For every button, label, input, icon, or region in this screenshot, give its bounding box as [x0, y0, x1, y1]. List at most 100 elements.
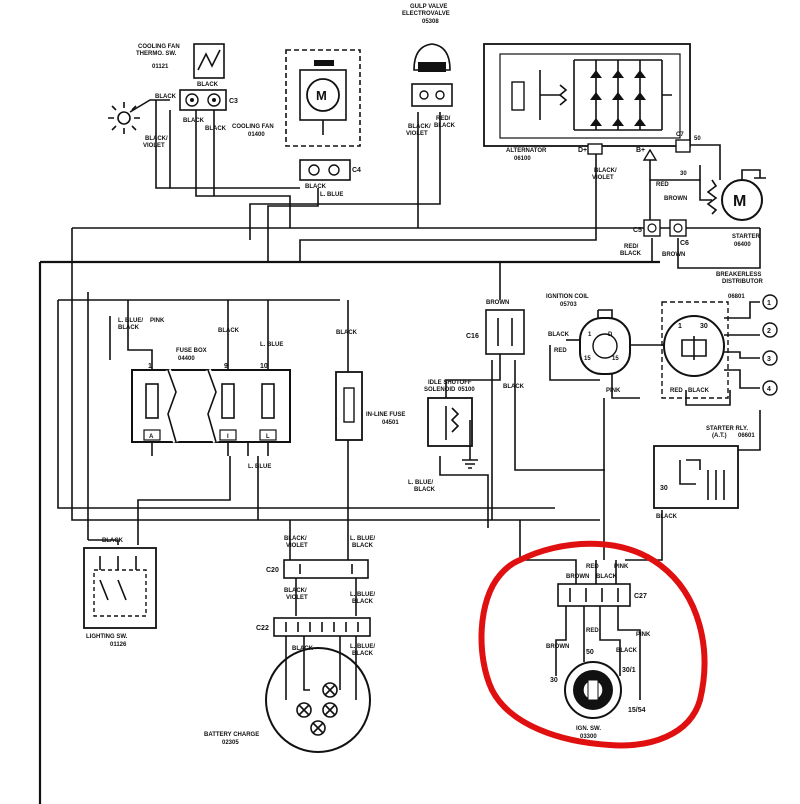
ignition-coil-code: 05703 [560, 302, 577, 308]
wire-label-black-ign: BLACK [616, 648, 638, 654]
wire-label-pink-fb: PINK [150, 318, 165, 324]
distributor-lead-4: 4 [767, 386, 771, 393]
distributor-code: 06801 [728, 294, 745, 300]
cooling-fan-name: COOLING FAN [232, 124, 274, 130]
distributor-lead-3: 3 [767, 356, 771, 363]
wire-label-pink-coil: PINK [606, 388, 621, 394]
lighting-sw-code: 01126 [110, 642, 127, 648]
fuse-label-a: A [149, 434, 154, 440]
wire-label-black-coil: BLACK [548, 332, 570, 338]
connector-c27: C27 [634, 593, 647, 600]
ign-terminal-50: 50 [586, 649, 594, 656]
wire-label-black: BLACK [197, 82, 219, 88]
starter: M STARTER 06400 [706, 169, 766, 248]
connectors-c5-c6: C5 C6 RED/BLACK BROWN [620, 219, 689, 258]
wire-label-lblue-fb: L. BLUE [260, 342, 283, 348]
fuse-box-name: FUSE BOX [176, 348, 207, 354]
connector-c22: C22 [256, 625, 269, 632]
distributor-leads: 1 2 3 4 [762, 294, 778, 396]
wire-label-black-rly: BLACK [656, 514, 678, 520]
wire-label-lblue-black-fb: L. BLUE/BLACK [118, 318, 143, 331]
cooling-fan-thermo-code: 01121 [152, 64, 169, 70]
wire-label-black-violet-alt: BLACK/VIOLET [592, 168, 617, 181]
highlight-circle [478, 540, 708, 749]
wire-label-black-c4: BLACK [305, 184, 327, 190]
wire-label-red-alt: RED [656, 182, 669, 188]
wire-label-lblue-fb2: L. BLUE [248, 464, 271, 470]
distributor-terminal-30: 30 [700, 323, 708, 330]
cooling-fan-code: 01400 [248, 132, 265, 138]
fuse-label-i: I [227, 434, 229, 440]
ignition-coil-name: IGNITION COIL [546, 294, 589, 300]
fuse-label-l: L [266, 434, 270, 440]
cooling-fan-motor-icon: M [316, 88, 327, 103]
coil-terminal-d: D [608, 332, 613, 338]
connector-c16-group: C16 BROWN BLACK [466, 300, 525, 390]
wire-label-black-violet-c20b: BLACK/VIOLET [284, 588, 308, 601]
wire-label-black-violet-fan: BLACK/VIOLET [143, 136, 168, 149]
wire-label-black-violet-c20: BLACK/VIOLET [284, 536, 308, 549]
wire-label-red-c27: RED [586, 564, 599, 570]
wire-label-brown-alt: BROWN [664, 196, 687, 202]
ign-terminal-15-54: 15/54 [628, 707, 646, 714]
wire-label-red-ign: RED [586, 628, 599, 634]
wire-label-brown-ign: BROWN [546, 644, 569, 650]
wire-label-red-black-gulp: RED/BLACK [434, 116, 456, 129]
wire-label-black-violet-gulp: BLACK/VIOLET [406, 124, 431, 137]
connector-c16: C16 [466, 333, 479, 340]
ign-sw-code: 03300 [580, 734, 597, 740]
starter-rly-name: STARTER RLY.(A.T.)06601 [706, 426, 755, 439]
lighting-sw-name: LIGHTING SW. [86, 634, 128, 640]
ign-terminal-30-1: 30/1 [622, 667, 636, 674]
wire-label-black-light: BLACK [102, 538, 124, 544]
wire-label-lblue-black-c20b: L. BLUE/BLACK [350, 592, 375, 605]
lamp-icon [108, 99, 170, 134]
fuse-box: FUSE BOX 04400 1 9 10 A I L L. BLUE/BLAC… [118, 318, 291, 470]
wire-label-brown-c16: BROWN [486, 300, 509, 306]
wire-label-black-fb: BLACK [218, 328, 240, 334]
ign-sw-name: IGN. SW. [576, 726, 601, 732]
starter-rly-terminal-30: 30 [660, 485, 668, 492]
lighting-switch: BLACK LIGHTING SW. 01126 [83, 538, 157, 648]
starter-code: 06400 [734, 242, 751, 248]
wire-label-pink-ign: PINK [636, 632, 651, 638]
fuse-terminal-10: 10 [260, 363, 268, 370]
wire-label-lblue-black-c22: L. BLUE/BLACK [350, 644, 375, 657]
connector-c5: C5 [633, 227, 642, 234]
wire-label-black-fan3: BLACK [205, 126, 227, 132]
fuse-terminal-9: 9 [224, 363, 228, 370]
terminal-50-alt: 50 [694, 136, 701, 142]
wire-label-black-c16: BLACK [503, 384, 525, 390]
wire-harness [38, 100, 761, 804]
wire-label-brown-c6: BROWN [662, 252, 685, 258]
terminal-30-alt: 30 [680, 171, 687, 177]
terminal-d-plus: D+ [578, 147, 587, 154]
alternator-name: ALTERNATOR [506, 148, 547, 154]
gulp-valve-code: 05308 [422, 19, 439, 25]
in-line-fuse: IN-LINE FUSE 04501 BLACK [335, 330, 405, 441]
wire-label-black-fan: BLACK [155, 94, 177, 100]
connector-c20: C20 [266, 567, 279, 574]
starter-motor-icon: M [733, 193, 746, 210]
wire-label-lblue-c4: L. BLUE [320, 192, 343, 198]
ign-terminal-30: 30 [550, 677, 558, 684]
in-line-fuse-code: 04501 [382, 420, 399, 426]
terminal-b-plus: B+ [636, 147, 645, 154]
ignition-switch: RED PINK BROWN BLACK C27 BROWN RED BLACK… [546, 564, 651, 740]
fuse-link-c7: C7 50 30 RED BROWN [656, 132, 701, 202]
connector-c3: C3 [229, 98, 238, 105]
wire-label-black-fan2: BLACK [183, 118, 205, 124]
starter-rly-code: 06601 [738, 433, 755, 439]
wire-label-lblue-black-c20: L. BLUE/BLACK [350, 536, 375, 549]
